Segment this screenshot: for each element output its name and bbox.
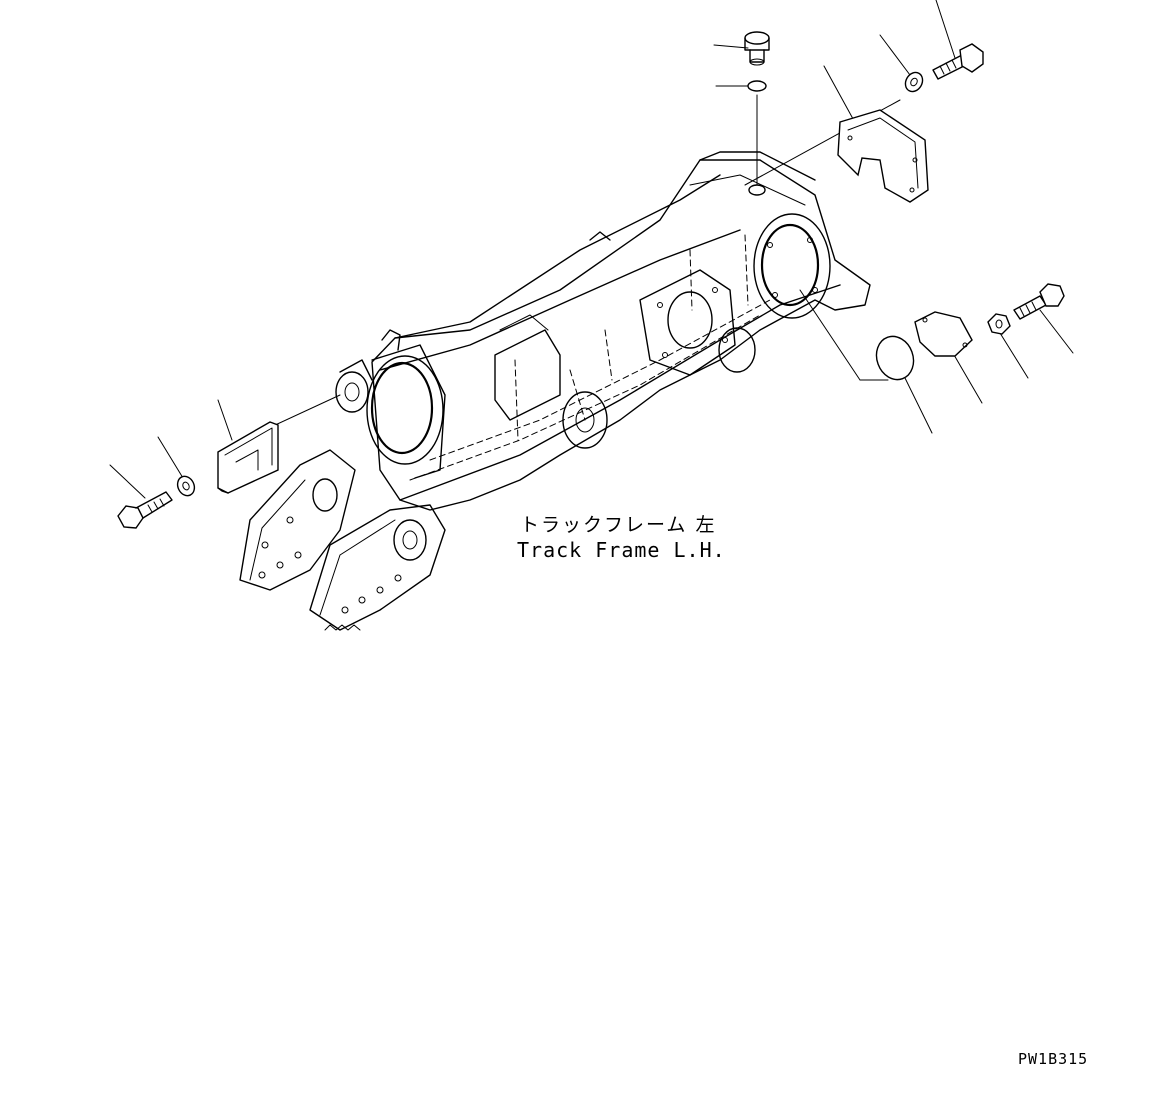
leader-lines — [109, 0, 1074, 499]
washer-left — [176, 475, 196, 497]
bolt-top-right — [932, 43, 984, 80]
bolt-left — [117, 491, 173, 529]
track-frame-body — [239, 151, 871, 631]
bolt-right — [1013, 283, 1065, 320]
washer-top-right — [904, 71, 924, 93]
o-ring-top — [747, 80, 767, 92]
washer-right — [987, 313, 1011, 335]
drawing-code: PW1B315 — [1018, 1050, 1089, 1068]
plug-top — [744, 31, 770, 66]
label-japanese: トラックフレーム 左 — [520, 514, 717, 536]
label-english: Track Frame L.H. — [517, 538, 726, 562]
cover-plate-right — [914, 311, 973, 357]
guard-cover-right — [837, 109, 929, 203]
o-ring-right — [875, 335, 915, 381]
guard-plate-left — [217, 421, 279, 494]
